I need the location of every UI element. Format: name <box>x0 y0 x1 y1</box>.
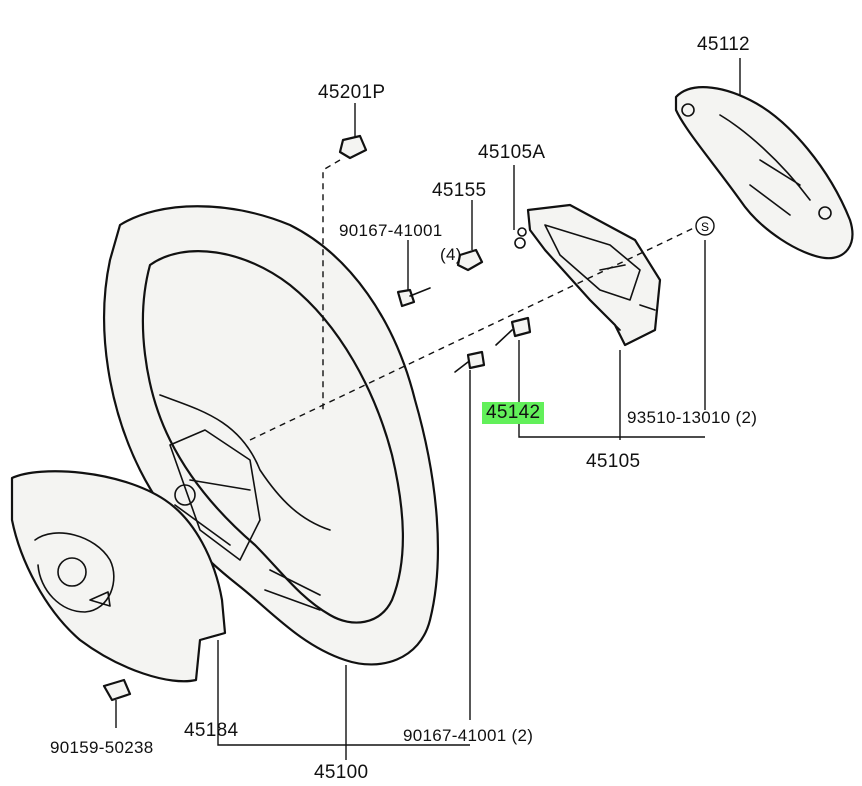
label-45142: 45142 <box>482 402 545 424</box>
nut-45155 <box>456 248 484 272</box>
label-45100: 45100 <box>314 762 369 783</box>
label-45105: 45105 <box>586 451 641 472</box>
label-45201p: 45201P <box>318 82 386 103</box>
steering-wheel <box>103 205 440 666</box>
label-90167-41001-upper: 90167-41001 <box>339 221 443 240</box>
symbol-s: S <box>695 216 715 236</box>
screw-45142 <box>495 316 532 346</box>
horn-pad-45184 <box>10 470 227 683</box>
rear-cover-45112 <box>674 86 854 260</box>
label-qty-4: (4) <box>440 245 462 264</box>
nut-45201p <box>338 134 368 160</box>
label-90159-50238: 90159-50238 <box>50 738 154 757</box>
label-45155: 45155 <box>432 180 487 201</box>
svg-text:S: S <box>701 220 709 234</box>
bolt-90159-50238 <box>102 678 132 702</box>
bracket-45105 <box>514 203 662 347</box>
label-93510-13010: 93510-13010 (2) <box>627 408 758 427</box>
label-45105a: 45105A <box>478 142 546 163</box>
bolt-90167-41001-upper <box>396 287 431 308</box>
label-45112: 45112 <box>697 34 750 55</box>
label-45184: 45184 <box>184 720 239 741</box>
bolt-90167-41001-lower <box>454 350 486 373</box>
leader-lines <box>115 58 741 760</box>
label-90167-41001-lower: 90167-41001 (2) <box>403 726 534 745</box>
